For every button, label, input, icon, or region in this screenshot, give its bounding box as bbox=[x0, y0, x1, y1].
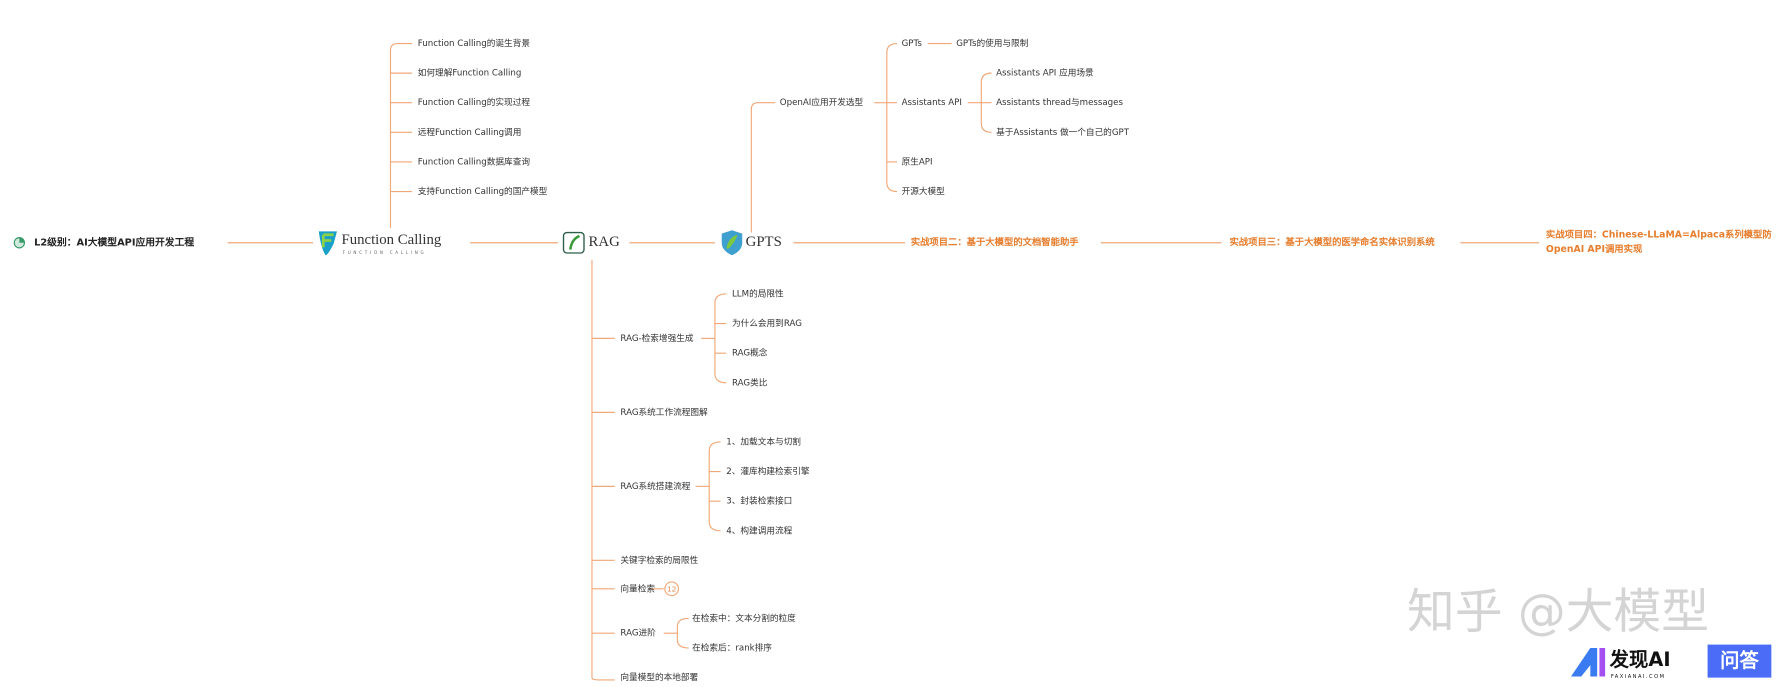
list-item[interactable]: 2、灌库构建检索引擎 bbox=[726, 465, 810, 477]
list-item[interactable]: Assistants API bbox=[902, 98, 962, 108]
rag-title: RAG bbox=[589, 234, 621, 250]
logo-text: 发现AI bbox=[1609, 648, 1671, 671]
list-item[interactable]: 关键字检索的局限性 bbox=[620, 554, 698, 566]
progress-fill bbox=[19, 237, 25, 243]
list-item[interactable]: RAG类比 bbox=[732, 376, 768, 388]
gpts-node[interactable]: GPTS bbox=[721, 230, 782, 256]
list-item[interactable]: 3、封装检索接口 bbox=[726, 495, 792, 507]
list-item[interactable]: 基于Assistants 做一个自己的GPT bbox=[996, 126, 1130, 138]
logo-subtext: FAXIANAI.COM bbox=[1611, 674, 1666, 680]
function-calling-items: Function Calling的诞生背景 如何理解Function Calli… bbox=[418, 37, 548, 197]
list-item[interactable]: OpenAI应用开发选型 bbox=[780, 96, 864, 108]
list-item[interactable]: 4、构建调用流程 bbox=[726, 524, 792, 536]
list-item[interactable]: 在检索后：rank排序 bbox=[692, 642, 772, 654]
project-node-line2: OpenAI API调用实现 bbox=[1546, 243, 1643, 255]
rag-logo-icon bbox=[562, 231, 585, 254]
list-item[interactable]: RAG系统搭建流程 bbox=[620, 480, 690, 492]
list-item[interactable]: Function Calling的实现过程 bbox=[418, 96, 531, 108]
function-calling-subtitle: FUNCTION CALLING bbox=[343, 250, 427, 255]
list-item[interactable]: LLM的局限性 bbox=[732, 287, 784, 299]
list-item[interactable]: 1、加载文本与切割 bbox=[726, 435, 801, 447]
root-node[interactable]: L2级别：AI大模型API应用开发工程 bbox=[13, 236, 194, 249]
list-item[interactable]: 向量检索 bbox=[620, 582, 655, 594]
list-item[interactable]: RAG概念 bbox=[732, 347, 768, 359]
function-calling-logo-icon bbox=[318, 231, 337, 256]
list-item[interactable]: 如何理解Function Calling bbox=[418, 67, 522, 79]
project-node[interactable]: 实战项目四：Chinese-LLaMA=Alpaca系列模型防 bbox=[1546, 228, 1772, 240]
list-item[interactable]: GPTs bbox=[902, 39, 923, 49]
gpts-items: OpenAI应用开发选型 GPTs GPTs的使用与限制 Assistants … bbox=[780, 37, 1130, 197]
list-item[interactable]: 向量模型的本地部署 bbox=[620, 671, 698, 683]
rag-node[interactable]: RAG bbox=[562, 231, 621, 254]
list-item[interactable]: Assistants API 应用场景 bbox=[996, 67, 1094, 79]
badge-count: 12 bbox=[667, 584, 676, 593]
badge-text: 问答 bbox=[1720, 649, 1759, 672]
project-node[interactable]: 实战项目二：基于大模型的文档智能助手 bbox=[911, 236, 1080, 248]
list-item[interactable]: 为什么会用到RAG bbox=[732, 317, 802, 329]
root-label: L2级别：AI大模型API应用开发工程 bbox=[34, 236, 194, 249]
gpts-title: GPTS bbox=[746, 234, 782, 250]
list-item[interactable]: Function Calling数据库查询 bbox=[418, 155, 531, 167]
list-item[interactable]: RAG系统工作流程图解 bbox=[620, 406, 708, 418]
list-item[interactable]: 开源大模型 bbox=[902, 185, 946, 197]
list-item[interactable]: 原生API bbox=[902, 155, 933, 167]
rag-items: RAG-检索增强生成 LLM的局限性 为什么会用到RAG RAG概念 RAG类比… bbox=[620, 287, 809, 683]
list-item[interactable]: GPTs的使用与限制 bbox=[956, 37, 1028, 49]
list-item[interactable]: Assistants thread与messages bbox=[996, 97, 1123, 108]
faxianai-logo-icon bbox=[1570, 648, 1606, 677]
list-item[interactable]: 远程Function Calling调用 bbox=[418, 127, 522, 138]
function-calling-node[interactable]: Function Calling FUNCTION CALLING bbox=[318, 231, 442, 256]
projects: 实战项目二：基于大模型的文档智能助手 实战项目三：基于大模型的医学命名实体识别系… bbox=[911, 228, 1773, 255]
list-item[interactable]: Function Calling的诞生背景 bbox=[418, 37, 531, 49]
collapsed-count-badge[interactable]: 12 bbox=[664, 581, 680, 597]
badge-box bbox=[1707, 644, 1772, 678]
function-calling-title: Function Calling bbox=[342, 232, 442, 248]
watermark-text: 知乎 @大模型 bbox=[1407, 585, 1709, 640]
list-item[interactable]: 在检索中：文本分割的粒度 bbox=[692, 612, 796, 624]
list-item[interactable]: RAG-检索增强生成 bbox=[620, 332, 693, 344]
list-item[interactable]: RAG进阶 bbox=[620, 627, 656, 639]
watermark: 知乎 @大模型 发现AI FAXIANAI.COM 问答 bbox=[1407, 585, 1772, 680]
gpts-shield-icon bbox=[721, 230, 743, 256]
list-item[interactable]: 支持Function Calling的国产模型 bbox=[418, 185, 548, 197]
connectors bbox=[227, 42, 1540, 681]
project-node[interactable]: 实战项目三：基于大模型的医学命名实体识别系统 bbox=[1229, 236, 1435, 248]
